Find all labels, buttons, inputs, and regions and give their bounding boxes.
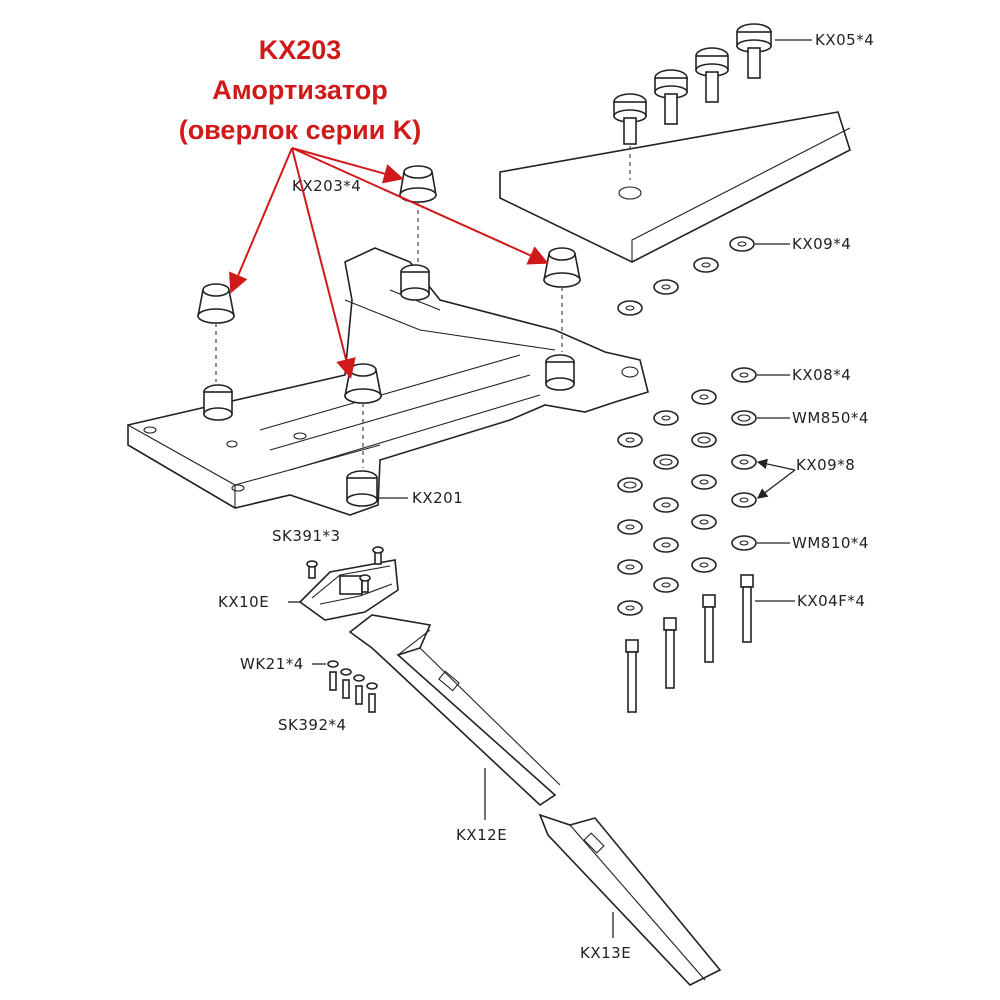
table-top-plate xyxy=(499,111,851,263)
label-kx05: KX05*4 xyxy=(815,31,875,49)
shock-absorber-group-kx203 xyxy=(197,165,581,468)
label-kx13e: KX13E xyxy=(580,944,632,962)
washer-group-kx09 xyxy=(617,236,790,316)
leg-kx13e xyxy=(538,813,722,986)
label-wm850: WM850*4 xyxy=(792,409,869,427)
leg-kx12e xyxy=(348,614,561,820)
label-kx10e: KX10E xyxy=(218,593,270,611)
washer-nut-columns xyxy=(617,367,796,616)
annotation-arrows xyxy=(229,147,549,379)
label-kx04f: KX04F*4 xyxy=(797,592,866,610)
annotation-part-name: Амортизатор xyxy=(212,75,388,105)
label-kx09-middle: KX09*8 xyxy=(796,456,856,474)
label-wk21: WK21*4 xyxy=(240,655,304,673)
annotation-part-code: KX203 xyxy=(258,35,342,65)
label-kx201: KX201 xyxy=(412,489,464,507)
base-frame-kx201 xyxy=(127,247,649,516)
annotation-part-note: (оверлок серии K) xyxy=(178,115,422,145)
label-wm810: WM810*4 xyxy=(792,534,869,552)
screw-group-sk392 xyxy=(312,660,378,713)
label-kx203: KX203*4 xyxy=(292,177,362,195)
label-sk391: SK391*3 xyxy=(272,527,341,545)
screw-group-sk391 xyxy=(306,546,384,593)
bolt-group-kx04f xyxy=(625,574,795,713)
label-kx08: KX08*4 xyxy=(792,366,852,384)
label-kx09-top: KX09*4 xyxy=(792,235,852,253)
screw-group-kx05 xyxy=(613,23,812,180)
label-sk392: SK392*4 xyxy=(278,716,347,734)
label-kx12e: KX12E xyxy=(456,826,508,844)
bracket-kx10e xyxy=(288,546,399,621)
annotation-title: KX203 Амортизатор (оверлок серии K) xyxy=(150,30,450,150)
